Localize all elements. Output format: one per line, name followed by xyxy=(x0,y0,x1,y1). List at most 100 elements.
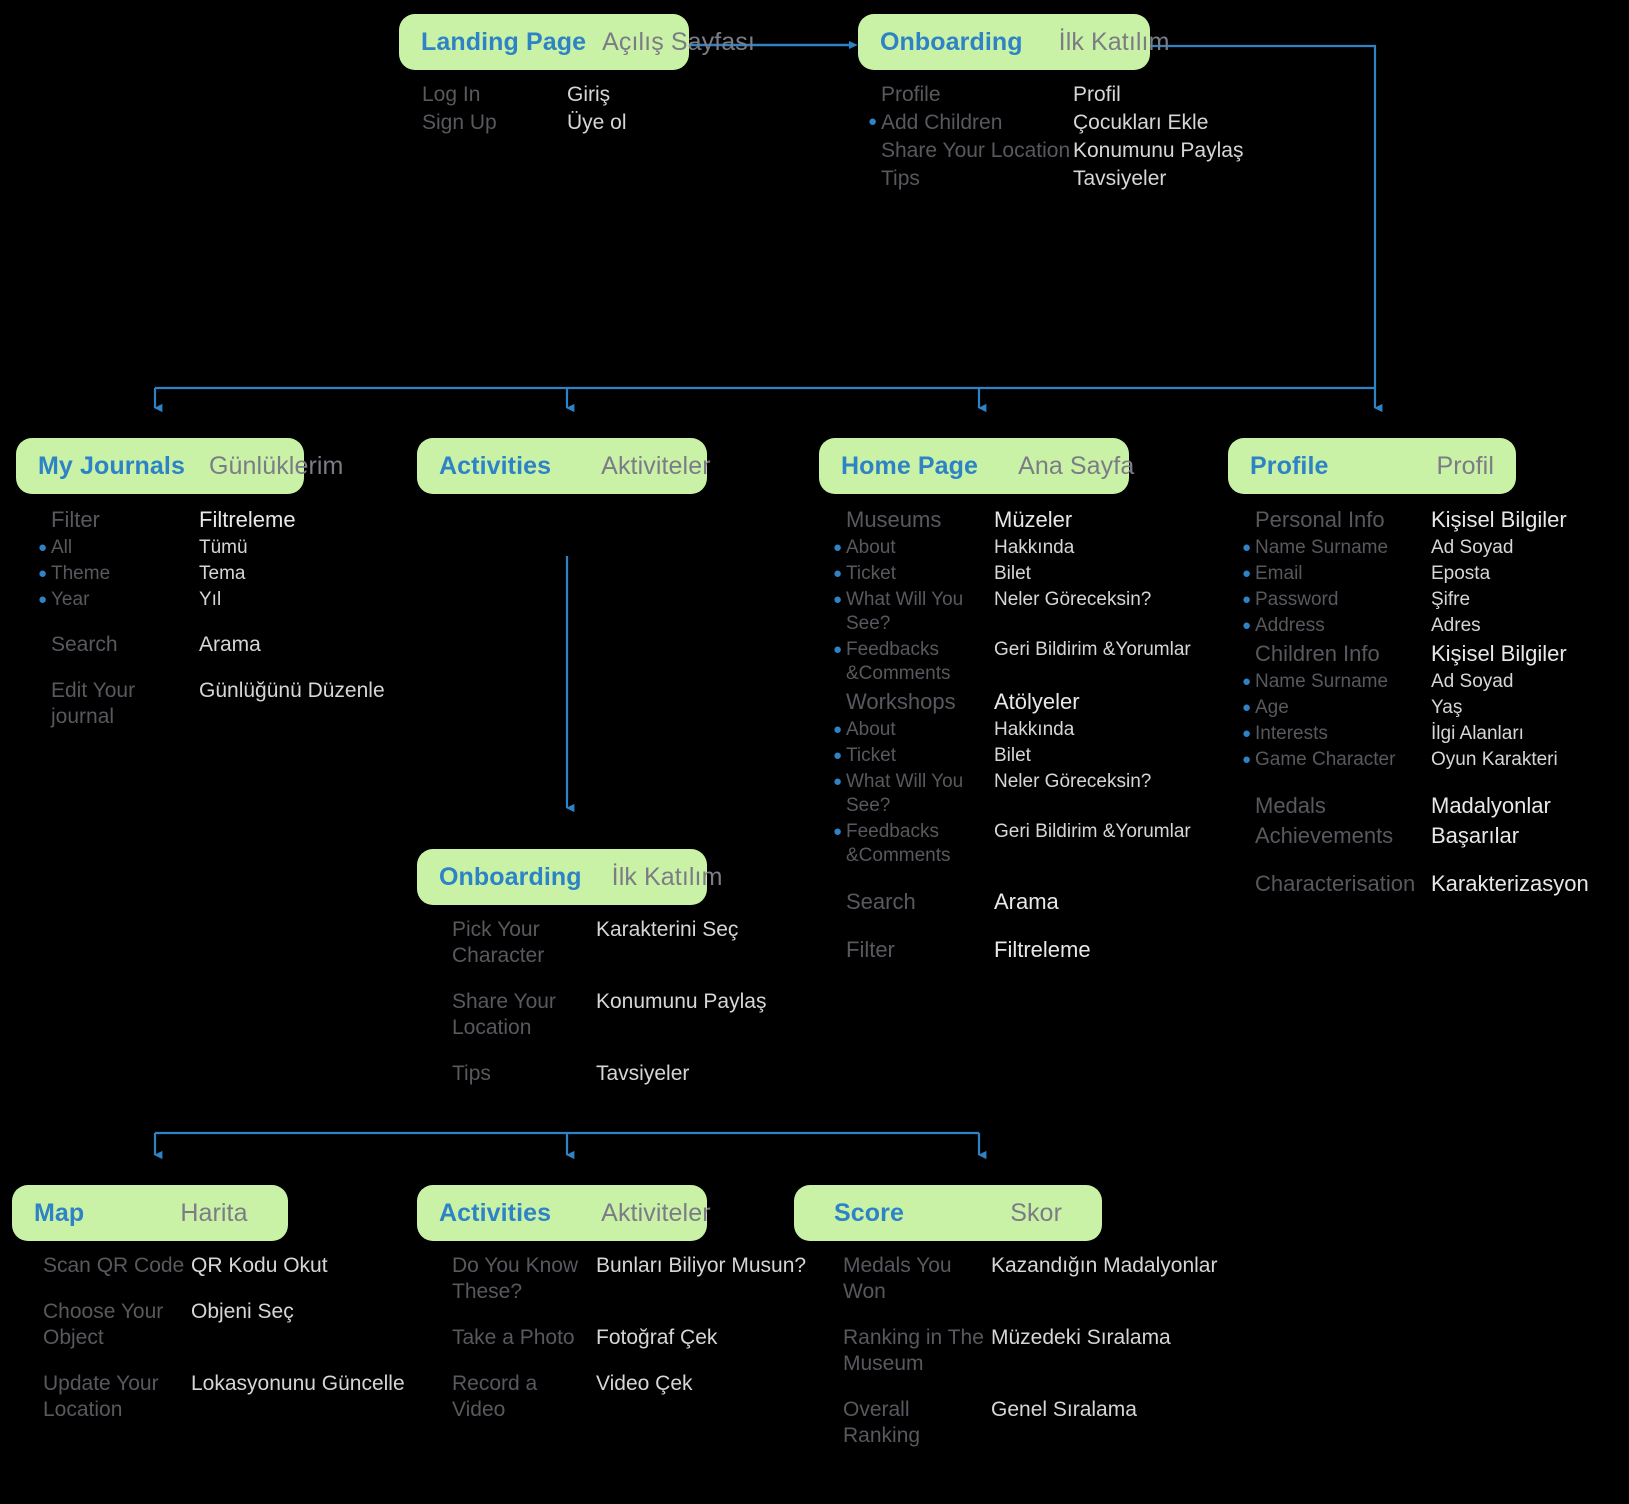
sitemap-row[interactable]: ●Do You Know These?Bunları Biliyor Musun… xyxy=(439,1253,806,1305)
bullet-spacer: ● xyxy=(1242,640,1255,664)
node-title-en: Profile xyxy=(1250,451,1329,480)
node-landing-page[interactable]: Landing Page Açılış Sayfası ●Log InGiriş… xyxy=(399,14,755,138)
bullet-spacer: ● xyxy=(38,506,51,530)
node-my-journals[interactable]: My Journals Günlüklerim ●FilterFiltrelem… xyxy=(16,438,385,732)
row-label-tr: Başarılar xyxy=(1431,823,1520,848)
node-header-my-journals[interactable]: My Journals Günlüklerim xyxy=(16,438,343,494)
row-label-tr: Genel Sıralama xyxy=(991,1398,1137,1421)
node-onboarding-mid[interactable]: Onboarding İlk Katılım ●Pick Your Charac… xyxy=(417,849,766,1089)
bullet-icon: ● xyxy=(833,539,843,556)
sitemap-row[interactable]: ●What Will You See?Neler Göreceksin? xyxy=(833,770,1191,818)
row-label-en: Ranking in The Museum xyxy=(843,1326,984,1375)
row-label-tr: Üye ol xyxy=(567,111,627,134)
bullet-spacer: ● xyxy=(833,888,846,912)
row-label-tr: Oyun Karakteri xyxy=(1431,749,1558,770)
row-label-tr: Tavsiyeler xyxy=(1073,167,1167,190)
bullet-spacer: ● xyxy=(30,1299,43,1323)
row-label-tr: Hakkında xyxy=(994,719,1075,740)
node-home-page[interactable]: Home Page Ana Sayfa ●MuseumsMüzeler●Abou… xyxy=(819,438,1191,966)
row-spacer xyxy=(439,1043,766,1061)
bullet-icon: ● xyxy=(1242,699,1252,716)
row-label-en: What Will You See? xyxy=(846,589,964,634)
row-label-en: Record a Video xyxy=(452,1372,538,1421)
node-activities-bottom[interactable]: Activities Aktiviteler ●Do You Know Thes… xyxy=(417,1185,806,1425)
row-spacer xyxy=(1242,852,1589,870)
node-title-tr: Harita xyxy=(180,1198,248,1227)
bullet-icon: ● xyxy=(38,591,48,608)
node-header-landing-page[interactable]: Landing Page Açılış Sayfası xyxy=(399,14,755,70)
bullet-icon: ● xyxy=(833,591,843,608)
row-label-en: Filter xyxy=(846,937,895,962)
bullet-spacer: ● xyxy=(439,1371,452,1395)
row-spacer xyxy=(439,1353,806,1371)
node-title-tr: İlk Katılım xyxy=(1058,27,1170,56)
node-header-score[interactable]: Score Skor xyxy=(794,1185,1102,1241)
node-header-map[interactable]: Map Harita xyxy=(12,1185,288,1241)
row-label-en: Share Your Location xyxy=(881,139,1071,162)
sitemap-row[interactable]: ●What Will You See?Neler Göreceksin? xyxy=(833,588,1191,636)
node-header-activities-mid[interactable]: Activities Aktiviteler xyxy=(417,438,711,494)
row-label-en: Add Children xyxy=(881,111,1003,134)
node-header-onboarding-top[interactable]: Onboarding İlk Katılım xyxy=(858,14,1169,70)
node-onboarding-top[interactable]: Onboarding İlk Katılım ●ProfileProfil●Ad… xyxy=(858,14,1243,194)
bullet-icon: ● xyxy=(833,773,843,790)
node-header-home-page[interactable]: Home Page Ana Sayfa xyxy=(819,438,1134,494)
node-activities-mid[interactable]: Activities Aktiviteler xyxy=(417,438,711,506)
row-label-en: Museums xyxy=(846,507,942,532)
node-header-profile[interactable]: Profile Profil xyxy=(1228,438,1516,494)
node-header-onboarding-mid[interactable]: Onboarding İlk Katılım xyxy=(417,849,722,905)
node-header-activities-bottom[interactable]: Activities Aktiviteler xyxy=(417,1185,711,1241)
